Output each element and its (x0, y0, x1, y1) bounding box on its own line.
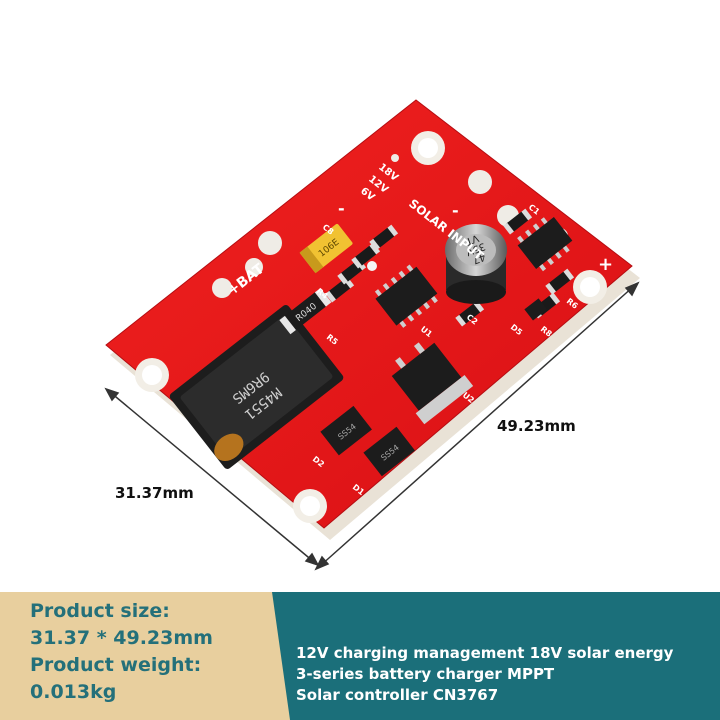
width-arrow-end (304, 552, 320, 567)
length-dimension-label: 49.23mm (497, 417, 576, 435)
svg-text:VT: VT (463, 232, 480, 247)
width-dimension-line (109, 391, 315, 563)
electrolytic-capacitor: 47 35V VT (445, 224, 507, 304)
length-dimension-line (319, 285, 635, 567)
product-photo: 9R6MS M4551 106E R040 (104, 99, 640, 571)
mosfet-chip-right (517, 217, 573, 272)
description-line-2: 3-series battery charger MPPT (296, 665, 555, 683)
silk-plus: + (598, 254, 613, 275)
silk-minus-top: - (338, 199, 345, 218)
mosfet-u2 (391, 342, 474, 425)
length-arrow-start (314, 555, 330, 571)
description-line-3: Solar controller CN3767 (296, 686, 499, 704)
controller-chip-u1 (374, 264, 438, 328)
length-arrow-end (624, 281, 640, 297)
mounting-hole-left (135, 358, 169, 392)
diode-d1: SS54 (363, 426, 415, 477)
diode-d5 (524, 298, 548, 321)
width-arrow-start (104, 387, 120, 402)
mounting-hole-bottom (293, 489, 327, 523)
tantalum-capacitor: 106E (299, 223, 353, 274)
spec-size-value: 31.37 * 49.23mm (30, 627, 213, 649)
width-dimension-label: 31.37mm (115, 484, 194, 502)
pcb-board (105, 99, 640, 540)
svg-text:47: 47 (471, 251, 487, 266)
dimension-lines (104, 281, 640, 571)
info-bar: Product size: 31.37 * 49.23mm Product we… (0, 592, 720, 720)
spec-size-heading: Product size: (30, 600, 170, 622)
pcb-illustration: 9R6MS M4551 106E R040 (104, 99, 640, 571)
silk-minus-mid: - (452, 201, 459, 220)
spec-weight-heading: Product weight: (30, 654, 202, 676)
inductor: 9R6MS M4551 (169, 304, 344, 469)
spec-weight-value: 0.013kg (30, 681, 117, 703)
description-line-1: 12V charging management 18V solar energy (296, 644, 674, 662)
spec-panel: Product size: 31.37 * 49.23mm Product we… (0, 592, 290, 720)
mounting-hole-right (573, 270, 607, 304)
mounting-hole-top (411, 131, 445, 165)
diode-d2: SS54 (320, 405, 372, 456)
